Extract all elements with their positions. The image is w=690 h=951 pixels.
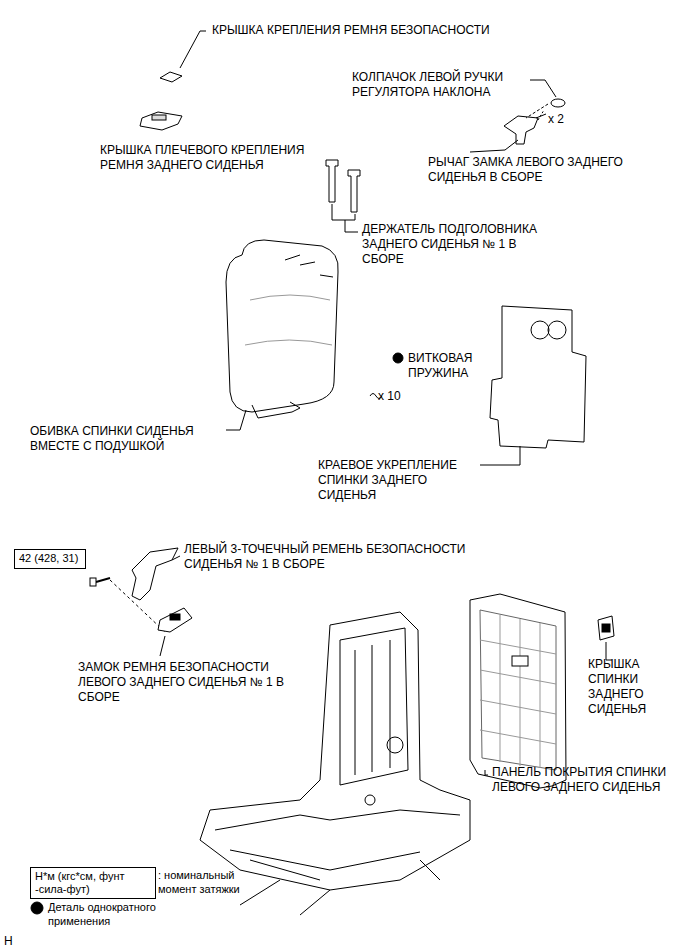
part-label: ПАНЕЛЬ ПОКРЫТИЯ СПИНКИ ЛЕВОГО ЗАДНЕГО СИ… bbox=[492, 765, 686, 795]
part-label: КРЫШКА СПИНКИ ЗАДНЕГО СИДЕНЬЯ bbox=[588, 657, 680, 717]
shoulder-cover bbox=[140, 112, 182, 130]
dash-line bbox=[526, 104, 548, 118]
part-label: РЫЧАГ ЗАМКА ЛЕВОГО ЗАДНЕГО СИДЕНЬЯ В СБО… bbox=[428, 155, 628, 185]
part-label: ЗАМОК РЕМНЯ БЕЗОПАСНОСТИ ЛЕВОГО ЗАДНЕГО … bbox=[78, 660, 318, 705]
part-label: ЛЕВЫЙ 3-ТОЧЕЧНЫЙ РЕМЕНЬ БЕЗОПАСНОСТИ СИД… bbox=[184, 542, 524, 572]
legend-text: Деталь однократного применения bbox=[48, 900, 188, 928]
bolt bbox=[96, 578, 110, 582]
leader-line bbox=[470, 140, 518, 152]
leader-line bbox=[530, 80, 556, 97]
panel-grid bbox=[480, 615, 556, 768]
unit-box: Н*м (кгс*см, фунт -сила-фут) bbox=[30, 867, 156, 899]
cover-flap bbox=[252, 402, 300, 418]
cover-seam bbox=[245, 295, 332, 345]
legend-text: : номинальный момент затяжки bbox=[158, 868, 263, 896]
leader-line bbox=[480, 446, 520, 465]
lock-lever bbox=[504, 116, 538, 144]
seatback-cover bbox=[226, 240, 338, 412]
pad-hole bbox=[531, 321, 549, 339]
reinforcement-pad bbox=[490, 306, 586, 448]
leader-line bbox=[345, 220, 358, 232]
part-label: КОЛПАЧОК ЛЕВОЙ РУЧКИ РЕГУЛЯТОРА НАКЛОНА bbox=[352, 70, 532, 100]
panel-opening bbox=[512, 656, 528, 666]
handle-cap bbox=[551, 99, 565, 107]
buckle-slot bbox=[170, 614, 180, 620]
single-use-mark bbox=[393, 353, 403, 363]
part-label: ОБИВКА СПИНКИ СИДЕНЬЯ ВМЕСТЕ С ПОДУШКОЙ bbox=[30, 424, 225, 454]
box-text: 42 (428, 31) bbox=[19, 552, 81, 565]
pad-hole bbox=[548, 321, 566, 339]
part-label: КРЫШКА ПЛЕЧЕВОГО КРЕПЛЕНИЯ РЕМНЯ ЗАДНЕГО… bbox=[100, 143, 340, 173]
part-label: x 2 bbox=[548, 112, 588, 127]
cover-detail bbox=[285, 255, 333, 277]
bolt-head bbox=[90, 578, 96, 586]
part-label: H bbox=[4, 934, 24, 949]
part-label: ВИТКОВАЯ ПРУЖИНА bbox=[408, 351, 498, 381]
leader-line bbox=[485, 770, 488, 775]
leader-line bbox=[160, 636, 165, 656]
part-label: КРАЕВОЕ УКРЕПЛЕНИЕ СПИНКИ ЗАДНЕГО СИДЕНЬ… bbox=[318, 458, 458, 503]
slot bbox=[152, 115, 166, 120]
panel-grid bbox=[480, 610, 556, 770]
cover-clip bbox=[602, 624, 610, 632]
screw bbox=[536, 114, 546, 118]
leader-line bbox=[332, 204, 355, 220]
screw bbox=[538, 110, 544, 120]
seat-belt bbox=[132, 548, 178, 600]
torque-box: 42 (428, 31) bbox=[14, 549, 86, 569]
back-cover bbox=[598, 616, 614, 640]
headrest-holder bbox=[348, 170, 360, 212]
belt-anchor-cover bbox=[160, 72, 182, 82]
box-text: Н*м (кгс*см, фунт -сила-фут) bbox=[35, 870, 151, 896]
headrest-holder bbox=[326, 160, 338, 202]
seat-frame bbox=[200, 612, 470, 915]
leader-line bbox=[226, 410, 246, 430]
part-label: x 10 bbox=[378, 389, 418, 404]
part-label: ДЕРЖАТЕЛЬ ПОДГОЛОВНИКА ЗАДНЕГО СИДЕНЬЯ №… bbox=[362, 222, 547, 267]
buckle bbox=[158, 608, 192, 632]
part-label: КРЫШКА КРЕПЛЕНИЯ РЕМНЯ БЕЗОПАСНОСТИ bbox=[212, 23, 542, 38]
back-panel bbox=[470, 594, 566, 788]
leader-line bbox=[172, 556, 180, 560]
leader-line bbox=[180, 31, 206, 68]
dash-line bbox=[110, 580, 165, 632]
single-use-mark bbox=[31, 902, 43, 914]
